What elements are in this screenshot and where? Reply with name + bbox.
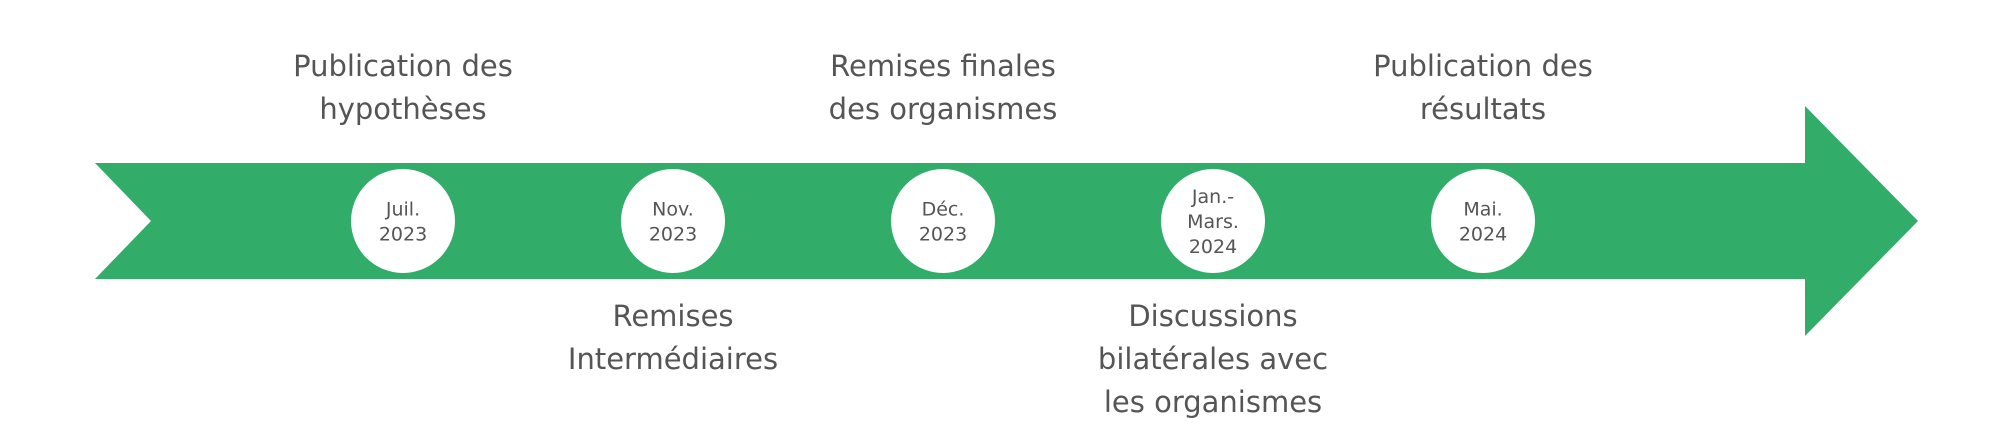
milestone-date: Mars. [1187, 211, 1239, 233]
milestone-date: 2023 [379, 224, 427, 246]
milestone-date: Juil. [385, 199, 420, 221]
timeline-arrow [95, 106, 1918, 336]
milestone-date: Mai. [1463, 199, 1502, 221]
milestone-date: Déc. [922, 199, 965, 221]
milestone-circle [891, 169, 995, 273]
milestone-circle [1431, 169, 1535, 273]
milestone-label: Remises finales [830, 49, 1056, 83]
milestone-date: 2024 [1189, 236, 1237, 258]
milestone-label: résultats [1420, 92, 1546, 126]
milestone-label: bilatérales avec [1098, 342, 1328, 376]
milestone-date: 2024 [1459, 224, 1507, 246]
milestone-label: des organismes [829, 92, 1058, 126]
milestone-circle [1161, 169, 1265, 273]
milestone-label: les organismes [1104, 385, 1322, 419]
milestone-circle [621, 169, 725, 273]
milestone-label: hypothèses [319, 92, 486, 126]
milestone-label: Remises [612, 299, 733, 333]
milestone-date: 2023 [649, 224, 697, 246]
milestone-label: Discussions [1128, 299, 1297, 333]
milestone-date: 2023 [919, 224, 967, 246]
milestone-label: Publication des [293, 49, 513, 83]
milestone-label: Intermédiaires [568, 342, 778, 376]
milestone-date: Jan.- [1191, 186, 1234, 208]
milestone-date: Nov. [652, 199, 694, 221]
milestone-label: Publication des [1373, 49, 1593, 83]
milestone-circle [351, 169, 455, 273]
